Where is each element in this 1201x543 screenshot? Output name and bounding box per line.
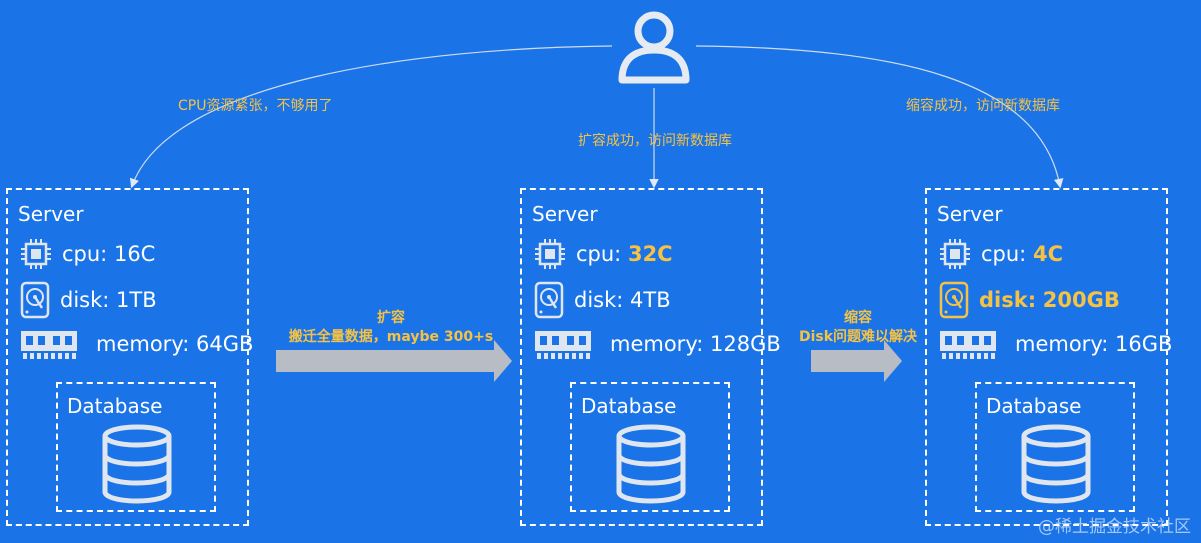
scale-down-title: 缩容 [844, 310, 872, 326]
cpu-value: 16C [113, 242, 156, 266]
server-box-scaled-down: Server cpu: 4C disk: 200GB memory: 16GB … [925, 188, 1172, 526]
database-title: Database [67, 394, 163, 418]
scale-down-subtitle: Disk问题难以解决 [798, 329, 918, 345]
database-box: Database [56, 382, 216, 512]
cpu-value-highlighted: 4C [1032, 242, 1063, 266]
server-title: Server [18, 202, 84, 226]
edge-left-label: CPU资源紧张，不够用了 [178, 98, 333, 114]
disk-value: 1TB [116, 288, 157, 312]
disk-label: disk: [60, 288, 110, 312]
memory-label: memory: [610, 332, 704, 356]
edge-right-curve [695, 45, 1064, 189]
memory-module-icon [21, 331, 77, 359]
cpu-chip-icon [535, 239, 565, 269]
memory-row: memory: 16GB [939, 327, 1172, 361]
memory-value: 16GB [1114, 332, 1173, 356]
cpu-row: cpu: 16C [20, 238, 155, 270]
database-box: Database [570, 382, 730, 512]
edge-left-curve [129, 45, 613, 189]
watermark: @稀土掘金技术社区 [1038, 517, 1191, 537]
arrow-scale-down [811, 340, 902, 382]
memory-label: memory: [1015, 332, 1109, 356]
server-box-original: Server cpu: 16C disk: 1TB memory: 64GB D… [6, 188, 253, 526]
memory-module-icon [535, 331, 591, 359]
database-title: Database [986, 394, 1082, 418]
server-title: Server [532, 202, 598, 226]
arrow-scale-up [276, 340, 512, 382]
scale-up-label: 扩容 搬迁全量数据，maybe 300+s [279, 309, 503, 347]
disk-row: disk: 200GB [939, 281, 1120, 319]
cpu-label: cpu: [62, 242, 108, 266]
server-title: Server [937, 202, 1003, 226]
edge-right-label: 缩容成功，访问新数据库 [906, 98, 1060, 114]
cpu-value-highlighted: 32C [627, 242, 673, 266]
cpu-row: cpu: 32C [534, 238, 673, 270]
memory-row: memory: 64GB [20, 327, 253, 361]
cpu-chip-icon [21, 239, 51, 269]
hard-disk-icon [20, 281, 50, 319]
database-icon [616, 424, 686, 504]
edge-middle-label: 扩容成功，访问新数据库 [578, 133, 732, 149]
scale-up-subtitle: 搬迁全量数据，maybe 300+s [288, 329, 494, 345]
disk-row: disk: 1TB [20, 281, 157, 319]
hard-disk-icon-highlighted [939, 281, 969, 319]
disk-value: 4TB [630, 288, 671, 312]
memory-value: 128GB [709, 332, 781, 356]
cpu-label: cpu: [981, 242, 1027, 266]
user-icon [618, 11, 690, 84]
cpu-label: cpu: [576, 242, 622, 266]
memory-module-icon [940, 331, 996, 359]
cpu-chip-icon [940, 239, 970, 269]
database-title: Database [581, 394, 677, 418]
cpu-row: cpu: 4C [939, 238, 1063, 270]
database-icon [1021, 424, 1091, 504]
server-box-scaled-up: Server cpu: 32C disk: 4TB memory: 128GB … [520, 188, 781, 526]
disk-label: disk: [574, 288, 624, 312]
disk-value-highlighted: 200GB [1042, 288, 1120, 312]
hard-disk-icon [534, 281, 564, 319]
memory-row: memory: 128GB [534, 327, 781, 361]
memory-label: memory: [96, 332, 190, 356]
disk-row: disk: 4TB [534, 281, 671, 319]
disk-label-highlighted: disk: [979, 288, 1037, 312]
database-icon [102, 424, 172, 504]
database-box: Database [975, 382, 1135, 512]
scale-up-title: 扩容 [377, 310, 405, 326]
memory-value: 64GB [195, 332, 254, 356]
scale-down-label: 缩容 Disk问题难以解决 [790, 309, 926, 347]
